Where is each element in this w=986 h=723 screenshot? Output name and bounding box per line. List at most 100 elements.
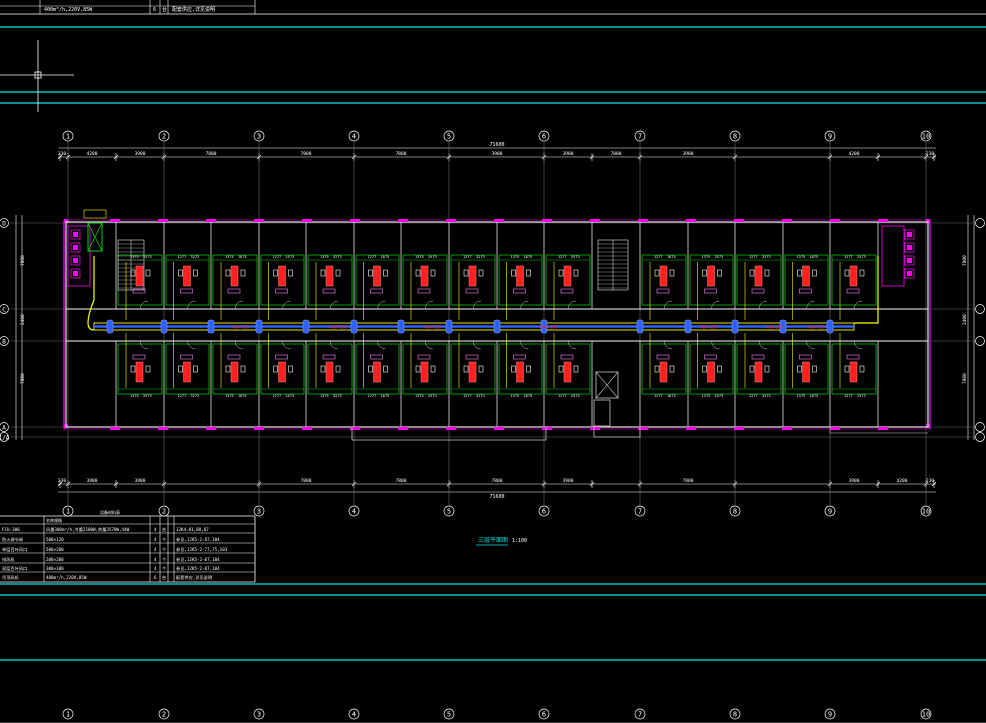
room-dim-text-top: 1375: [702, 255, 711, 259]
room-outline-top: [689, 254, 734, 306]
axis-label-bottom: 6: [542, 508, 546, 516]
door-arc-top: [187, 300, 196, 310]
fcu-unit-bottom: [420, 361, 429, 383]
room-dim-text-top: 1375: [797, 255, 806, 259]
fcu-outlet-bottom: [511, 365, 516, 373]
axis-label-strip: 9: [828, 711, 832, 719]
legend-qty: 4: [154, 547, 157, 552]
duct-damper: [684, 319, 692, 334]
axis-bubble-bottom: [634, 505, 646, 517]
door-arc-bottom: [282, 340, 291, 350]
top-sheet-strip: 400m³/h,220V,85W 6 台 配套供应,详见说明: [0, 0, 986, 15]
door-arc-bottom: [234, 340, 244, 350]
fcu-outlet-top: [288, 269, 293, 277]
fcu-outlet-top: [273, 269, 278, 277]
legend-unit: 台: [162, 526, 166, 533]
room-dim-text-top: 1277: [368, 255, 377, 259]
fcu-outlet-bottom: [797, 365, 802, 373]
dim-text-top: 7800: [611, 151, 622, 157]
axis-label-strip: 10: [922, 711, 930, 719]
room-dim-text-bottom: 1375: [130, 394, 139, 398]
legend-spec: 风量300m³/h,冷量2100W,热量3570W,44W: [46, 526, 130, 533]
axis-bubble-top: [634, 130, 646, 142]
legend-note: 参见,12K5-2-87,104: [176, 556, 220, 563]
axis-label-bottom: 3: [257, 508, 261, 516]
axis-label-strip: 7: [638, 711, 642, 719]
fcu-outlet-top: [797, 269, 802, 277]
door-arc-bottom: [139, 340, 149, 350]
legend-name: 防火调节阀: [2, 536, 23, 543]
ahu-tag: [83, 209, 107, 219]
room-outline-bottom: [784, 343, 829, 395]
axis-label-bottom: 2: [162, 508, 166, 516]
dim-slash: [113, 154, 119, 160]
door-arc-bottom: [377, 340, 386, 350]
equipment-box: [70, 268, 81, 279]
fcu-outlet-bottom: [430, 365, 436, 373]
axis-bubble-top: [443, 130, 455, 142]
fcu-grille-bottom: [846, 354, 860, 360]
axis-label-left: B: [2, 339, 6, 346]
fcu-grille-bottom: [275, 354, 288, 360]
window-mark-top: [782, 219, 792, 222]
door-arc-top: [567, 300, 577, 310]
equipment-box-fill: [73, 271, 78, 276]
legend-header: 名称规格: [46, 517, 62, 523]
duct-damper: [779, 319, 787, 334]
room-outline-bottom: [736, 343, 782, 395]
overall-dim-bottom: 71600: [489, 494, 504, 500]
axis-bubble-bottom: [729, 505, 741, 517]
room-dim-text-bottom: 2573: [857, 394, 866, 398]
fcu-unit-bottom: [707, 361, 715, 383]
door-arc-bottom: [329, 340, 339, 350]
room-dim-text-top: 1875: [810, 255, 819, 259]
axis-bubble-bottom: [824, 505, 836, 517]
door-arc-top: [282, 300, 291, 310]
window-mark-bottom: [782, 427, 792, 430]
riser-duct-right: [854, 256, 879, 324]
fcu-grille-bottom: [322, 354, 336, 360]
fcu-outlet-bottom: [368, 365, 373, 373]
room-dim-text-bottom: 1375: [797, 394, 806, 398]
legend-note: 参见,12K5-2-87,104: [176, 565, 220, 572]
dim-text-left: 7800: [20, 373, 26, 384]
axis-bubble-top: [62, 130, 74, 142]
fcu-outlet-bottom: [225, 365, 231, 373]
shaft-box: [593, 399, 611, 427]
dim-slash: [875, 154, 881, 160]
crosshair-cursor[interactable]: [0, 40, 74, 112]
axis-label-bottom: 8: [733, 508, 737, 516]
fan-coil-units[interactable]: [130, 265, 865, 383]
axis-label-strip: 8: [733, 711, 737, 719]
door-arc-bottom: [520, 340, 529, 350]
fcu-outlet-top: [193, 269, 198, 277]
fcu-unit-top: [230, 265, 239, 287]
fcu-grille-top: [180, 288, 193, 294]
dim-slash: [589, 154, 595, 160]
fcu-unit-top: [468, 265, 477, 287]
dim-text-left: 2400: [20, 314, 26, 325]
window-mark-bottom: [542, 427, 552, 430]
duct-damper: [207, 319, 215, 334]
room-outline-top: [402, 254, 448, 306]
fcu-grille-bottom: [656, 354, 670, 360]
room-dim-text-top: 2573: [571, 255, 580, 259]
duct-damper: [302, 319, 310, 334]
column: [926, 219, 930, 223]
axis-bubble-left: [0, 304, 9, 314]
fcu-unit-top: [325, 265, 334, 287]
room-outline-top: [736, 254, 782, 306]
axis-bubble-top: [348, 130, 360, 142]
axis-bubble-top: [538, 130, 550, 142]
room-dim-text-top: 2573: [428, 255, 437, 259]
axis-label-top: 2: [162, 133, 166, 141]
room-dim-text-bottom: 1277: [273, 394, 282, 398]
room-dim-text-bottom: 1875: [381, 394, 390, 398]
room-dim-text-top: 1375: [511, 255, 520, 259]
window-mark-top: [398, 219, 408, 222]
dim-text-bottom: 230: [926, 478, 934, 484]
dim-text-bottom: 7800: [492, 478, 503, 484]
